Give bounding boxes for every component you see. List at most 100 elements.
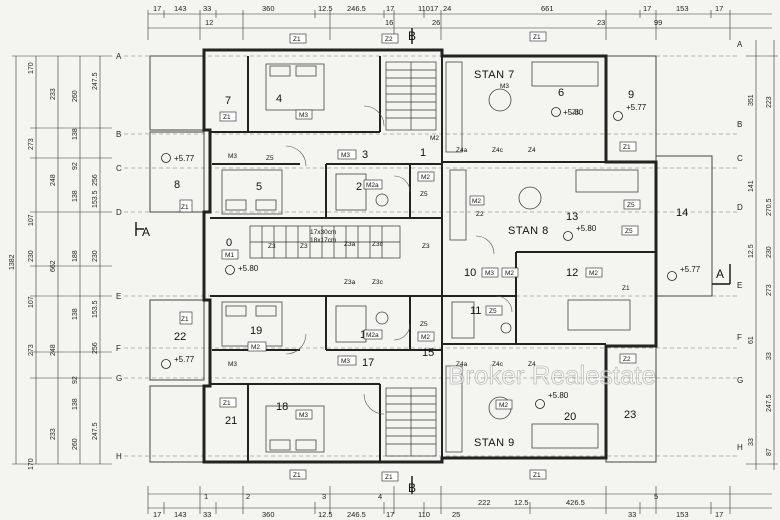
svg-text:153.5: 153.5 [92, 190, 99, 208]
svg-text:M2: M2 [430, 135, 439, 142]
bottom-dimension-labels: 17 143 33 360 12.5 246.5 17 110 25 222 1… [153, 492, 723, 519]
svg-text:256: 256 [92, 342, 99, 354]
watermark: Broker Realestate [448, 360, 656, 390]
svg-text:A: A [116, 52, 122, 61]
svg-text:C: C [737, 154, 743, 163]
svg-text:9: 9 [628, 89, 634, 101]
svg-text:138: 138 [72, 128, 79, 140]
svg-text:B: B [737, 120, 742, 129]
axis-labels-right: A B C D E F G H [737, 40, 743, 452]
svg-text:2: 2 [356, 181, 362, 193]
svg-text:33: 33 [628, 510, 636, 519]
svg-text:1: 1 [204, 492, 208, 501]
svg-text:6: 6 [558, 87, 564, 99]
svg-text:138: 138 [72, 190, 79, 202]
svg-text:M3: M3 [485, 270, 494, 277]
svg-text:G: G [116, 374, 122, 383]
svg-text:Z4a: Z4a [456, 361, 468, 368]
svg-text:Z1: Z1 [181, 204, 189, 211]
svg-text:G: G [737, 376, 743, 385]
svg-text:A: A [737, 40, 743, 49]
svg-text:M3: M3 [341, 152, 350, 159]
svg-text:A: A [716, 267, 724, 281]
svg-text:H: H [737, 443, 743, 452]
svg-text:Z1: Z1 [223, 400, 231, 407]
svg-text:Z5: Z5 [625, 228, 633, 235]
svg-text:M3: M3 [228, 153, 237, 160]
apartment-label-stan-9: STAN 9 [474, 437, 515, 449]
svg-text:170: 170 [28, 458, 35, 470]
section-markers [135, 28, 731, 494]
svg-text:233: 233 [50, 88, 57, 100]
svg-text:248: 248 [50, 344, 57, 356]
apartment-labels: STAN 7 STAN 8 STAN 9 [474, 69, 549, 449]
finish-labels-inline: Z5 Z3 Z3 Z3a Z3c Z3a Z3c Z3 Z4a Z4c Z4 Z… [228, 83, 630, 368]
svg-text:26: 26 [432, 18, 440, 27]
svg-text:143: 143 [174, 4, 187, 13]
svg-text:19: 19 [250, 325, 262, 337]
svg-text:246.5: 246.5 [347, 4, 366, 13]
svg-text:141: 141 [748, 180, 755, 192]
svg-text:247.5: 247.5 [92, 422, 99, 440]
svg-text:E: E [737, 281, 742, 290]
svg-text:33: 33 [203, 4, 211, 13]
svg-text:+5.80: +5.80 [563, 108, 584, 117]
furniture [221, 61, 639, 453]
svg-text:1382: 1382 [9, 254, 16, 270]
door-swings [285, 105, 513, 415]
svg-text:Z4c: Z4c [492, 147, 504, 154]
svg-text:661: 661 [541, 4, 554, 13]
svg-text:33: 33 [748, 438, 755, 446]
apartment-label-stan-8: STAN 8 [508, 225, 549, 237]
svg-text:Z3a: Z3a [344, 279, 356, 286]
svg-text:143: 143 [174, 510, 187, 519]
svg-text:M2: M2 [421, 334, 430, 341]
svg-text:+5.80: +5.80 [548, 391, 569, 400]
svg-text:247.5: 247.5 [766, 394, 773, 412]
svg-text:Z5: Z5 [627, 202, 635, 209]
svg-text:A: A [142, 225, 150, 239]
svg-text:Z4: Z4 [528, 147, 536, 154]
svg-text:+5.80: +5.80 [576, 224, 597, 233]
svg-text:Z1: Z1 [572, 109, 580, 116]
svg-text:230: 230 [92, 250, 99, 262]
svg-text:Z2: Z2 [385, 36, 393, 43]
svg-text:13: 13 [566, 211, 578, 223]
apartment-label-stan-7: STAN 7 [474, 69, 515, 81]
svg-text:33: 33 [203, 510, 211, 519]
right-dimension-lines [746, 40, 778, 470]
svg-text:Z1: Z1 [622, 285, 630, 292]
svg-text:+5.77: +5.77 [626, 103, 647, 112]
top-dimension-labels: 17 143 33 360 12.5 246.5 17 110 17 24 66… [153, 4, 723, 27]
svg-text:M1: M1 [225, 252, 234, 259]
svg-text:Z2: Z2 [476, 211, 484, 218]
svg-text:F: F [737, 333, 742, 342]
svg-text:Z1: Z1 [293, 36, 301, 43]
svg-text:M3: M3 [299, 412, 308, 419]
svg-text:10: 10 [464, 267, 476, 279]
svg-text:351: 351 [748, 94, 755, 106]
svg-text:16: 16 [385, 18, 393, 27]
svg-text:15: 15 [422, 347, 434, 359]
svg-text:256: 256 [92, 174, 99, 186]
svg-text:+5.80: +5.80 [238, 264, 259, 273]
svg-text:D: D [116, 208, 122, 217]
svg-text:M2a: M2a [366, 182, 379, 189]
svg-text:12.5: 12.5 [318, 4, 333, 13]
left-dimension-lines [12, 55, 112, 465]
svg-text:B: B [116, 130, 121, 139]
svg-text:248: 248 [50, 174, 57, 186]
svg-text:21: 21 [225, 415, 237, 427]
svg-text:Z5: Z5 [420, 191, 428, 198]
svg-text:Z4c: Z4c [492, 361, 504, 368]
svg-text:H: H [116, 452, 122, 461]
svg-text:3: 3 [322, 492, 326, 501]
svg-text:360: 360 [262, 4, 275, 13]
svg-text:M3: M3 [341, 358, 350, 365]
stairs-center [249, 225, 401, 259]
svg-text:B: B [408, 481, 416, 495]
stair-note: 17x30cm 18x17cm [310, 229, 336, 244]
svg-text:M2: M2 [421, 174, 430, 181]
svg-text:110: 110 [418, 4, 430, 13]
svg-text:17: 17 [362, 357, 374, 369]
